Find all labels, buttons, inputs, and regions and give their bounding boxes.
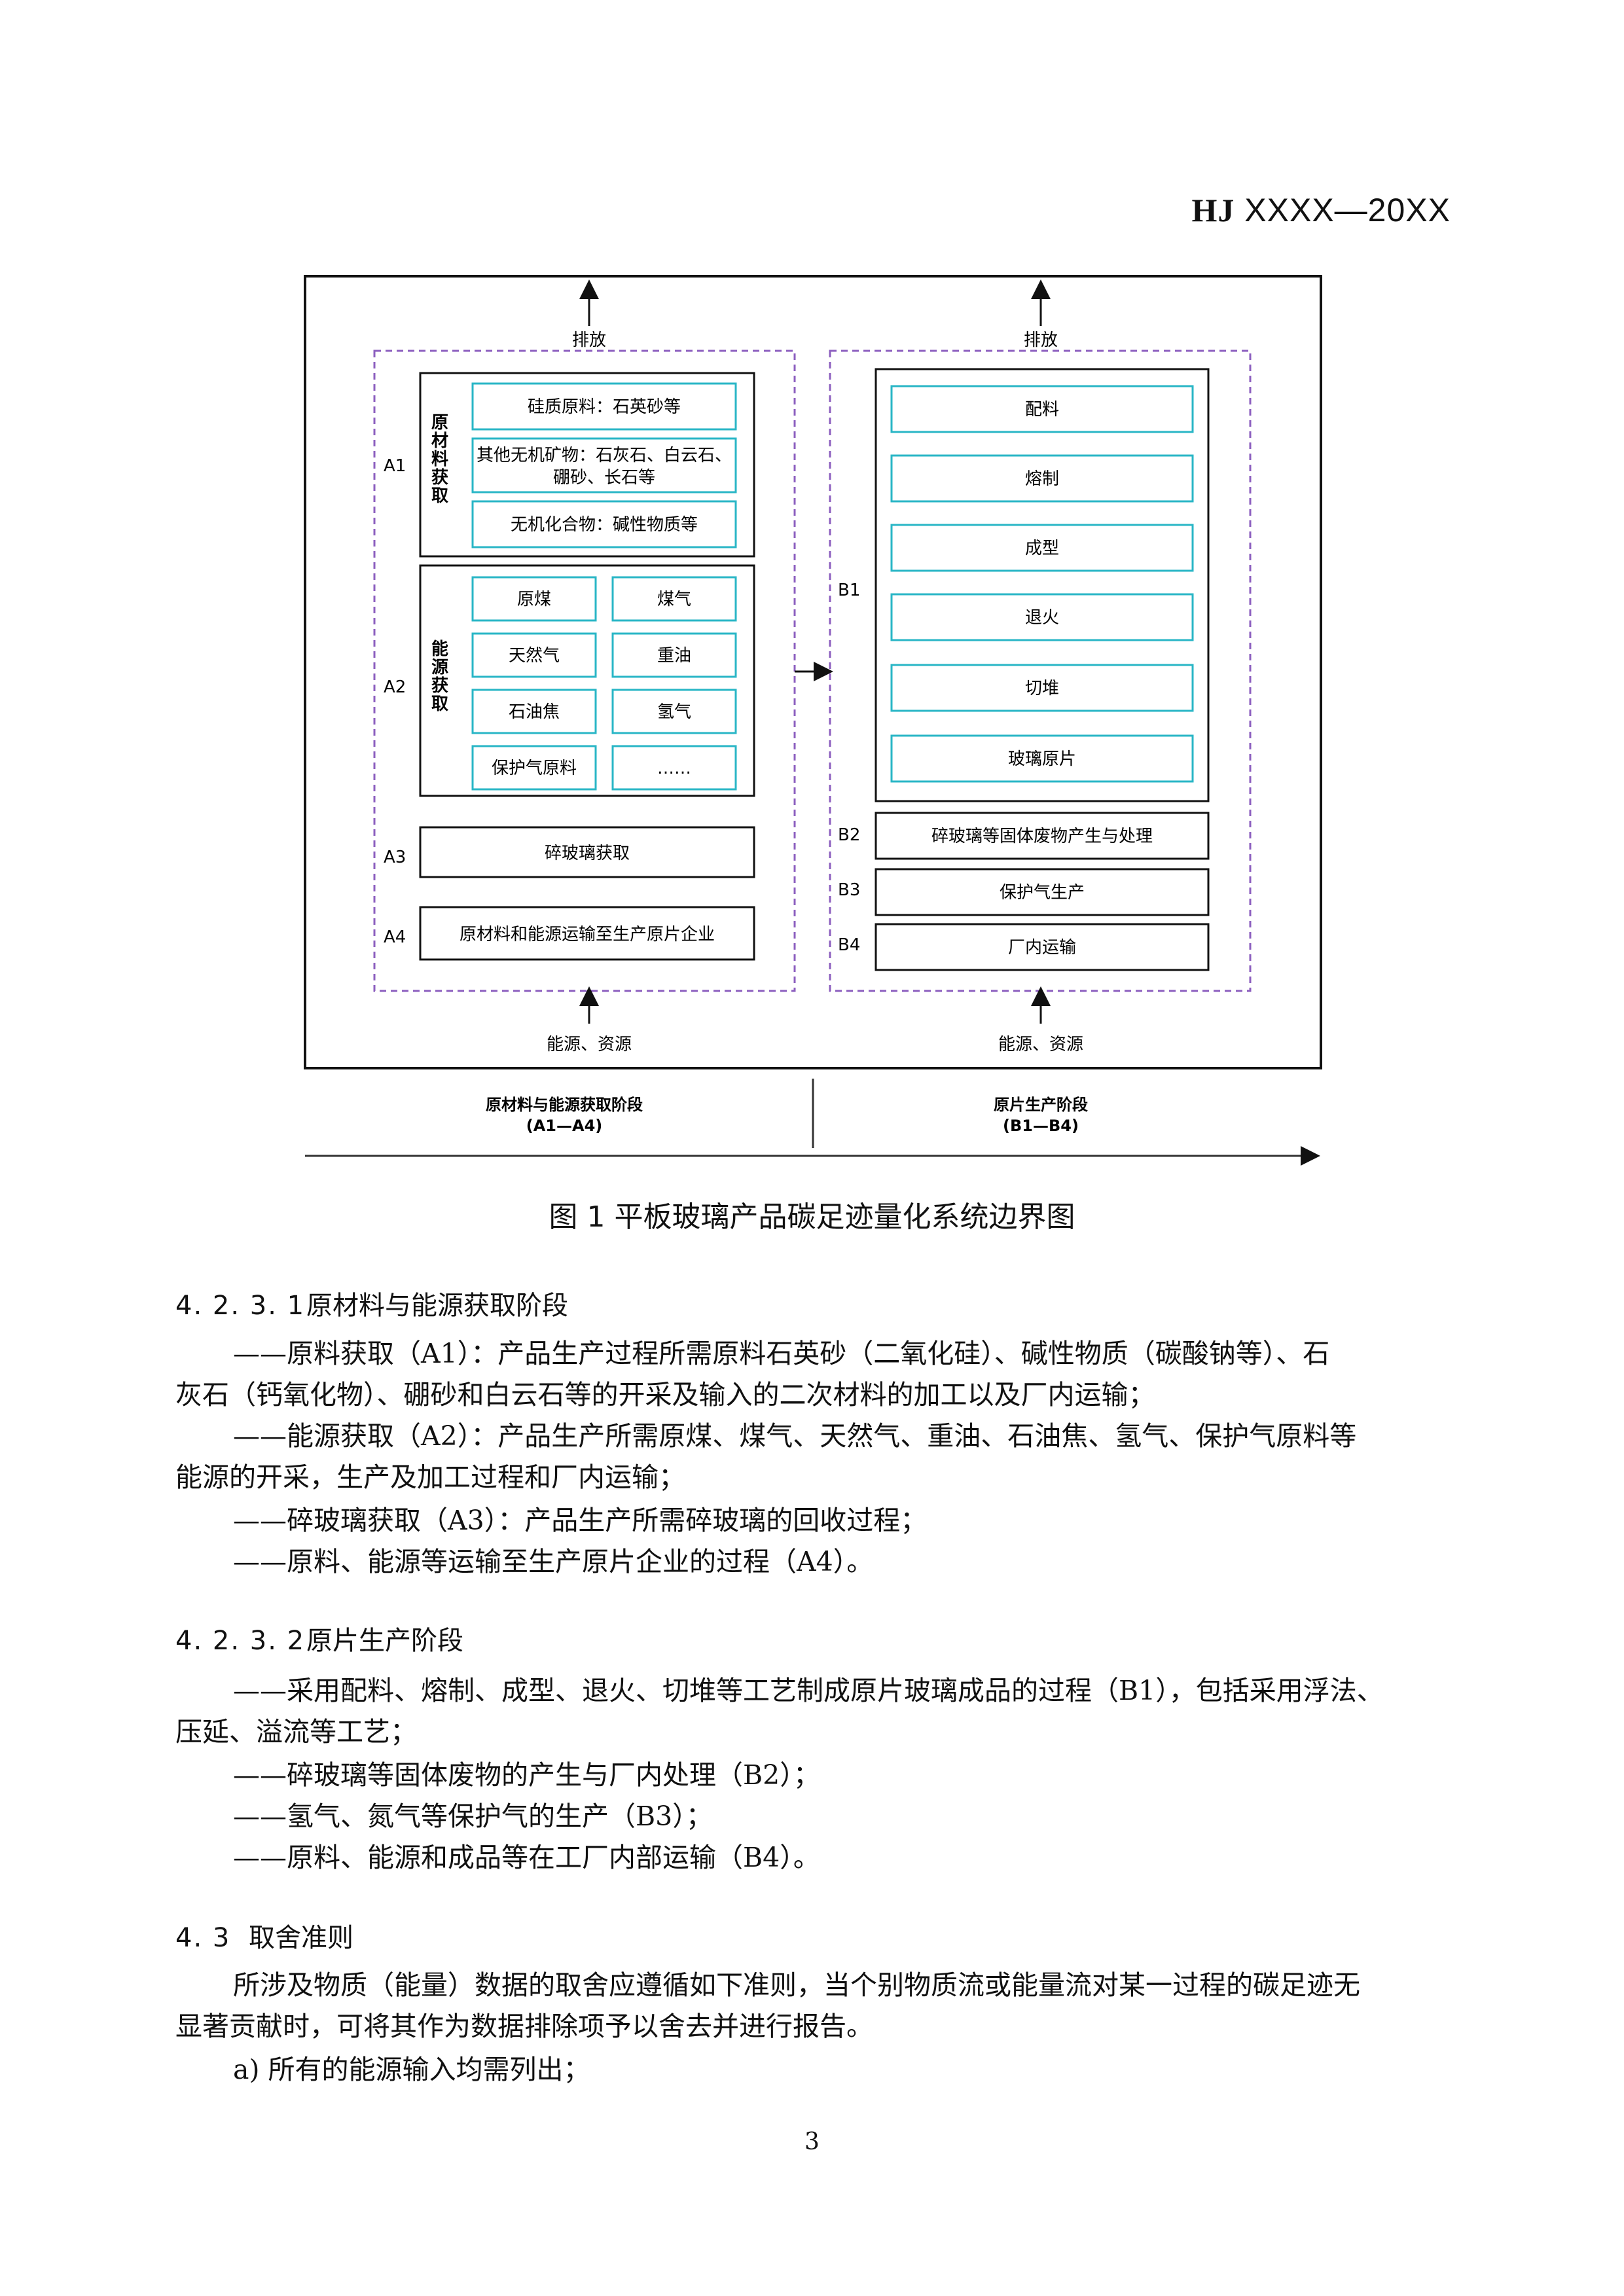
paragraph-b3: ——氢气、氮气等保护气的生产（B3）； [233, 1801, 713, 1832]
stage-left-range: (A1—A4) [526, 1117, 602, 1135]
paragraph-a3: ——碎玻璃获取（A3）：产品生产所需碎玻璃的回收过程； [233, 1505, 928, 1536]
paragraph-a4: ——原料、能源等运输至生产原片企业的过程（A4）。 [233, 1546, 874, 1577]
page-number: 3 [804, 2128, 820, 2155]
svg-text:料: 料 [431, 450, 448, 469]
label-a2: A2 [384, 677, 406, 697]
svg-text:煤气: 煤气 [657, 590, 691, 609]
svg-text:切堆: 切堆 [1025, 679, 1059, 698]
standard-prefix: HJ [1191, 192, 1235, 228]
svg-text:玻璃原片: 玻璃原片 [1008, 749, 1076, 769]
raw-item-compounds: 无机化合物：碱性物质等 [511, 515, 698, 535]
svg-text:熔制: 熔制 [1025, 469, 1059, 489]
system-boundary-diagram: 排放 排放 A1 A2 A3 A4 原 材 料 获 取 硅质原料：石英砂等 其他… [304, 275, 1322, 1166]
svg-text:获: 获 [431, 676, 448, 696]
svg-text:能: 能 [431, 639, 448, 659]
label-a3: A3 [384, 848, 406, 867]
label-b4: B4 [838, 935, 860, 955]
svg-text:……: …… [657, 759, 691, 778]
b4-internal-transport-box: 厂内运输 [1008, 938, 1076, 958]
input-label-left: 能源、资源 [547, 1035, 632, 1054]
label-b1: B1 [838, 581, 860, 600]
stage-left-title: 原材料与能源获取阶段 [486, 1096, 643, 1114]
b1-process-steps: 配料 熔制 成型 退火 切堆 玻璃原片 [890, 385, 1194, 783]
svg-text:配料: 配料 [1025, 400, 1059, 420]
paragraph-a1: ——原料获取（A1）：产品生产过程所需原料石英砂（二氧化硅）、碱性物质（碳酸钠等… [175, 1338, 1330, 1410]
energy-items: 原煤 煤气 天然气 重油 石油焦 氢气 保护气原料 …… [471, 576, 737, 791]
svg-text:原: 原 [431, 413, 448, 433]
svg-text:原煤: 原煤 [517, 590, 551, 609]
section-title: 取舍准则 [249, 1923, 353, 1953]
section-number: 4. 3 [175, 1923, 231, 1953]
label-a4: A4 [384, 927, 406, 947]
emission-label-right: 排放 [1024, 331, 1058, 350]
raw-item-silica: 硅质原料：石英砂等 [528, 397, 681, 417]
svg-text:石油焦: 石油焦 [509, 702, 560, 722]
section-title: 原片生产阶段 [306, 1626, 463, 1656]
raw-item-minerals-1: 其他无机矿物：石灰石、白云石、 [477, 446, 732, 465]
emission-label-left: 排放 [572, 331, 606, 350]
energy-group-label: 能 源 获 取 [431, 639, 448, 714]
section-title: 原材料与能源获取阶段 [306, 1291, 568, 1321]
stage-right-range: (B1—B4) [1003, 1117, 1079, 1135]
svg-text:退火: 退火 [1025, 608, 1059, 628]
section-heading-4-2-3-1: 4. 2. 3. 1原材料与能源获取阶段 [175, 1284, 568, 1322]
label-a1: A1 [384, 456, 406, 476]
paragraph-a2: ——能源获取（A2）：产品生产所需原煤、煤气、天然气、重油、石油焦、氢气、保护气… [175, 1420, 1357, 1493]
svg-text:源: 源 [431, 658, 448, 677]
stage-right-title: 原片生产阶段 [994, 1096, 1088, 1114]
section-number: 4. 2. 3. 1 [175, 1291, 306, 1321]
svg-text:成型: 成型 [1025, 539, 1059, 558]
raw-material-group-label: 原 材 料 获 取 [431, 413, 448, 506]
figure-caption: 图 1 平板玻璃产品碳足迹量化系统边界图 [549, 1200, 1075, 1234]
b3-protective-gas-box: 保护气生产 [1000, 883, 1085, 903]
section-heading-4-3: 4. 3 取舍准则 [175, 1916, 353, 1954]
svg-text:保护气原料: 保护气原料 [492, 759, 577, 778]
b2-waste-box: 碎玻璃等固体废物产生与处理 [931, 827, 1153, 846]
a4-transport-box: 原材料和能源运输至生产原片企业 [460, 925, 715, 944]
svg-text:氢气: 氢气 [657, 702, 691, 722]
list-item-a: a) 所有的能源输入均需列出； [233, 2054, 590, 2085]
svg-text:重油: 重油 [657, 646, 691, 666]
input-label-right: 能源、资源 [998, 1035, 1083, 1054]
svg-text:天然气: 天然气 [509, 646, 560, 666]
label-b2: B2 [838, 825, 860, 845]
raw-item-minerals-2: 硼砂、长石等 [553, 468, 655, 488]
diagram-frame [304, 275, 1322, 1069]
paragraph-b4: ——原料、能源和成品等在工厂内部运输（B4）。 [233, 1842, 820, 1873]
svg-text:材: 材 [431, 431, 448, 451]
document-code-header: HJ XXXX—20XX [1191, 191, 1451, 229]
paragraph-cutoff-criteria: 所涉及物质（能量）数据的取舍应遵循如下准则，当个别物质流或能量流对某一过程的碳足… [175, 1969, 1360, 2042]
svg-text:取: 取 [431, 694, 448, 714]
a3-cullet-box: 碎玻璃获取 [545, 844, 630, 863]
section-number: 4. 2. 3. 2 [175, 1626, 306, 1656]
svg-text:取: 取 [431, 486, 448, 506]
paragraph-b1: ——采用配料、熔制、成型、退火、切堆等工艺制成原片玻璃成品的过程（B1），包括采… [175, 1675, 1384, 1748]
svg-text:获: 获 [431, 468, 448, 488]
paragraph-b2: ——碎玻璃等固体废物的产生与厂内处理（B2）； [233, 1759, 820, 1791]
section-heading-4-2-3-2: 4. 2. 3. 2原片生产阶段 [175, 1619, 463, 1657]
standard-number: XXXX—20XX [1244, 192, 1451, 228]
label-b3: B3 [838, 880, 860, 900]
